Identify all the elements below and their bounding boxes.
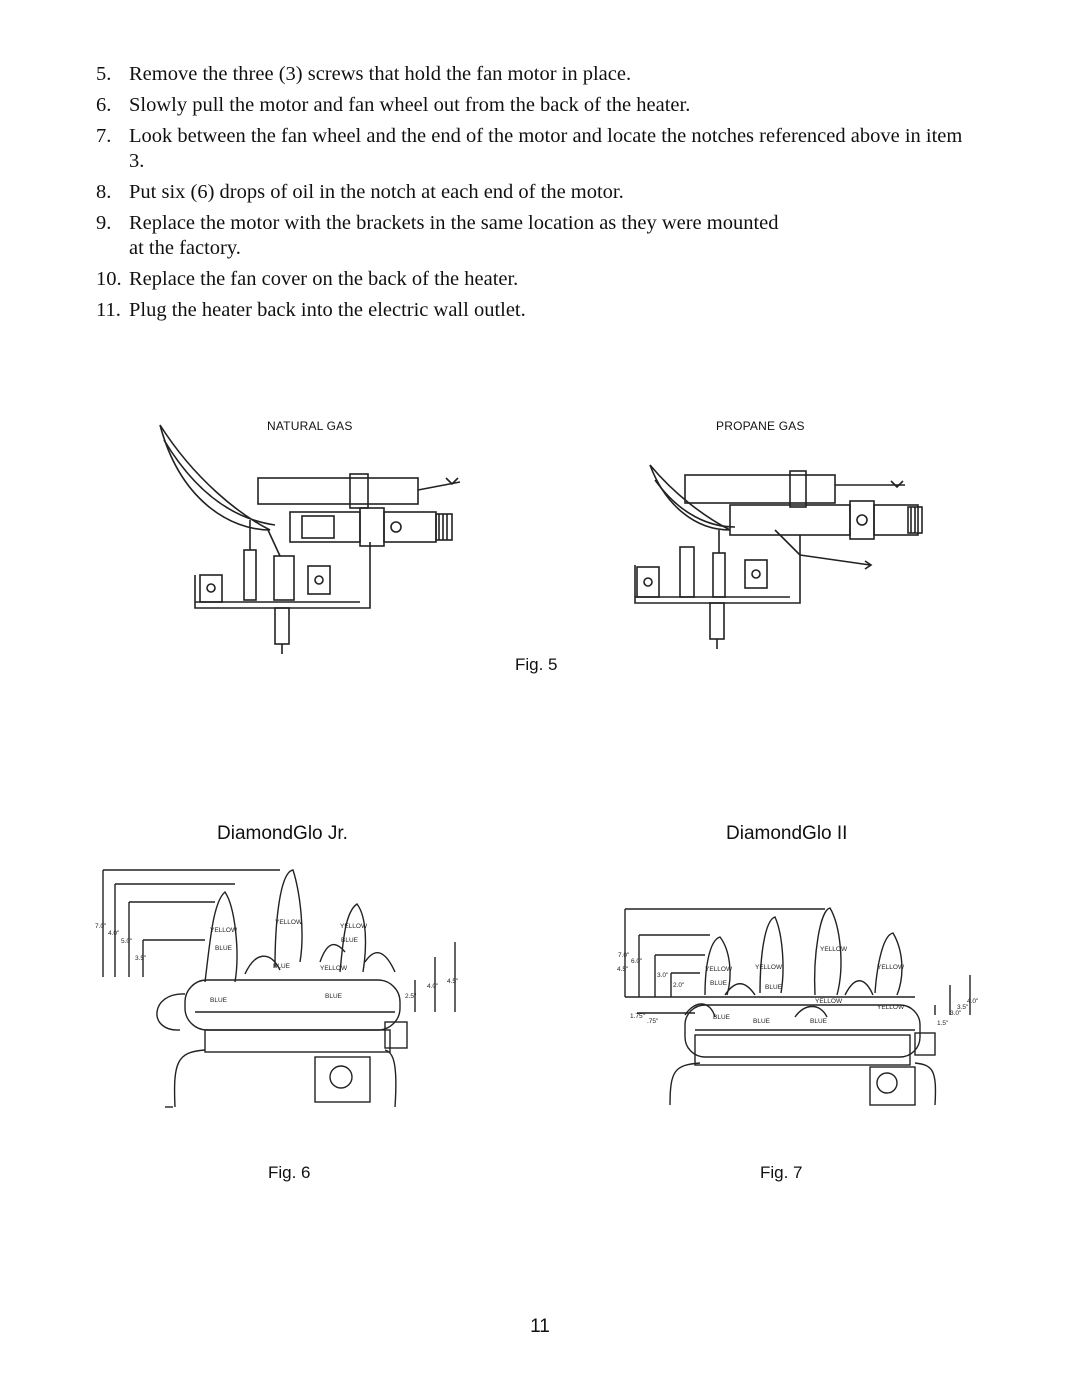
step-number: 7. — [96, 125, 112, 147]
step-text: Slowly pull the motor and fan wheel out … — [129, 94, 691, 116]
flame-label: YELLOW — [320, 965, 348, 972]
dim-label: 4.0" — [967, 998, 979, 1005]
dim-label: 4.0" — [427, 983, 439, 990]
step-text: Look between the fan wheel and the end o… — [129, 125, 963, 172]
step-text: Put six (6) drops of oil in the notch at… — [129, 181, 624, 203]
step-number: 9. — [96, 212, 112, 234]
fig7-caption: Fig. 7 — [760, 1163, 803, 1182]
fig5-caption: Fig. 5 — [515, 655, 558, 674]
step-item: 9. Replace the motor with the brackets in… — [96, 211, 796, 261]
dim-label: 1.75" — [630, 1013, 646, 1020]
dim-label: 3.5" — [135, 955, 147, 962]
step-text: Replace the motor with the brackets in t… — [129, 212, 779, 259]
dim-label: 2.5" — [405, 993, 417, 1000]
step-number: 10. — [96, 268, 122, 290]
dim-label: 5.0" — [121, 938, 133, 945]
flame-label: YELLOW — [877, 1004, 905, 1011]
step-item: 6. Slowly pull the motor and fan wheel ou… — [96, 93, 976, 118]
flame-label: BLUE — [341, 937, 359, 944]
flame-label: BLUE — [765, 984, 783, 991]
dim-label: 2.0" — [673, 982, 685, 989]
dim-label: 4.5" — [447, 978, 459, 985]
step-item: 11. Plug the heater back into the electri… — [96, 298, 976, 323]
flame-label: YELLOW — [815, 998, 843, 1005]
dim-label: 6.0" — [631, 958, 643, 965]
flame-label: BLUE — [325, 993, 343, 1000]
flame-label: YELLOW — [275, 919, 303, 926]
propane-gas-label: PROPANE GAS — [716, 419, 805, 433]
step-number: 11. — [96, 299, 121, 321]
flame-label: YELLOW — [820, 946, 848, 953]
page-number: 11 — [530, 1316, 550, 1337]
step-number: 8. — [96, 181, 112, 203]
flame-label: BLUE — [710, 980, 728, 987]
dim-label: .75" — [647, 1018, 659, 1025]
step-text: Replace the fan cover on the back of the… — [129, 268, 519, 290]
diamondglo-jr-drawing: 7.0" 4.0" 5.0" 3.5" 4.5" 4.0" 2.5" YELLO… — [95, 869, 459, 1108]
flame-label: YELLOW — [705, 966, 733, 973]
fig7-title: DiamondGlo II — [726, 823, 848, 844]
step-text: Plug the heater back into the electric w… — [129, 299, 526, 321]
dim-label: 4.5" — [617, 966, 629, 973]
step-item: 7. Look between the fan wheel and the end… — [96, 124, 976, 174]
propane-pilot-drawing — [634, 464, 923, 649]
flame-label: BLUE — [210, 997, 228, 1004]
diamondglo-ii-drawing: 7.0" 6.0" 4.5" 3.0" 2.0" 1.75" .75" 4.0"… — [617, 907, 979, 1106]
dim-label: 7.0" — [618, 952, 630, 959]
flame-label: YELLOW — [755, 964, 783, 971]
dim-label: 1.5" — [937, 1020, 949, 1027]
dim-label: 4.0" — [108, 930, 120, 937]
dim-label: 7.0" — [95, 923, 107, 930]
flame-label: BLUE — [810, 1018, 828, 1025]
dim-label: 3.5" — [957, 1004, 969, 1011]
flame-label: BLUE — [753, 1018, 771, 1025]
natural-gas-label: NATURAL GAS — [267, 419, 353, 433]
fig6-caption: Fig. 6 — [268, 1163, 311, 1182]
dim-label: 3.0" — [950, 1010, 962, 1017]
step-text: Remove the three (3) screws that hold th… — [129, 63, 632, 85]
instruction-steps: 5. Remove the three (3) screws that hold … — [96, 62, 976, 329]
flame-label: BLUE — [713, 1014, 731, 1021]
flame-label: BLUE — [273, 963, 291, 970]
flame-label: YELLOW — [340, 923, 368, 930]
step-item: 5. Remove the three (3) screws that hold … — [96, 62, 976, 87]
step-item: 8. Put six (6) drops of oil in the notch … — [96, 180, 976, 205]
flame-label: YELLOW — [210, 927, 238, 934]
step-number: 5. — [96, 63, 112, 85]
step-number: 6. — [96, 94, 112, 116]
natural-gas-pilot-drawing — [159, 424, 461, 654]
flame-label: YELLOW — [877, 964, 905, 971]
dim-label: 3.0" — [657, 972, 669, 979]
step-item: 10. Replace the fan cover on the back of … — [96, 267, 976, 292]
fig6-title: DiamondGlo Jr. — [217, 823, 348, 844]
flame-label: BLUE — [215, 945, 233, 952]
